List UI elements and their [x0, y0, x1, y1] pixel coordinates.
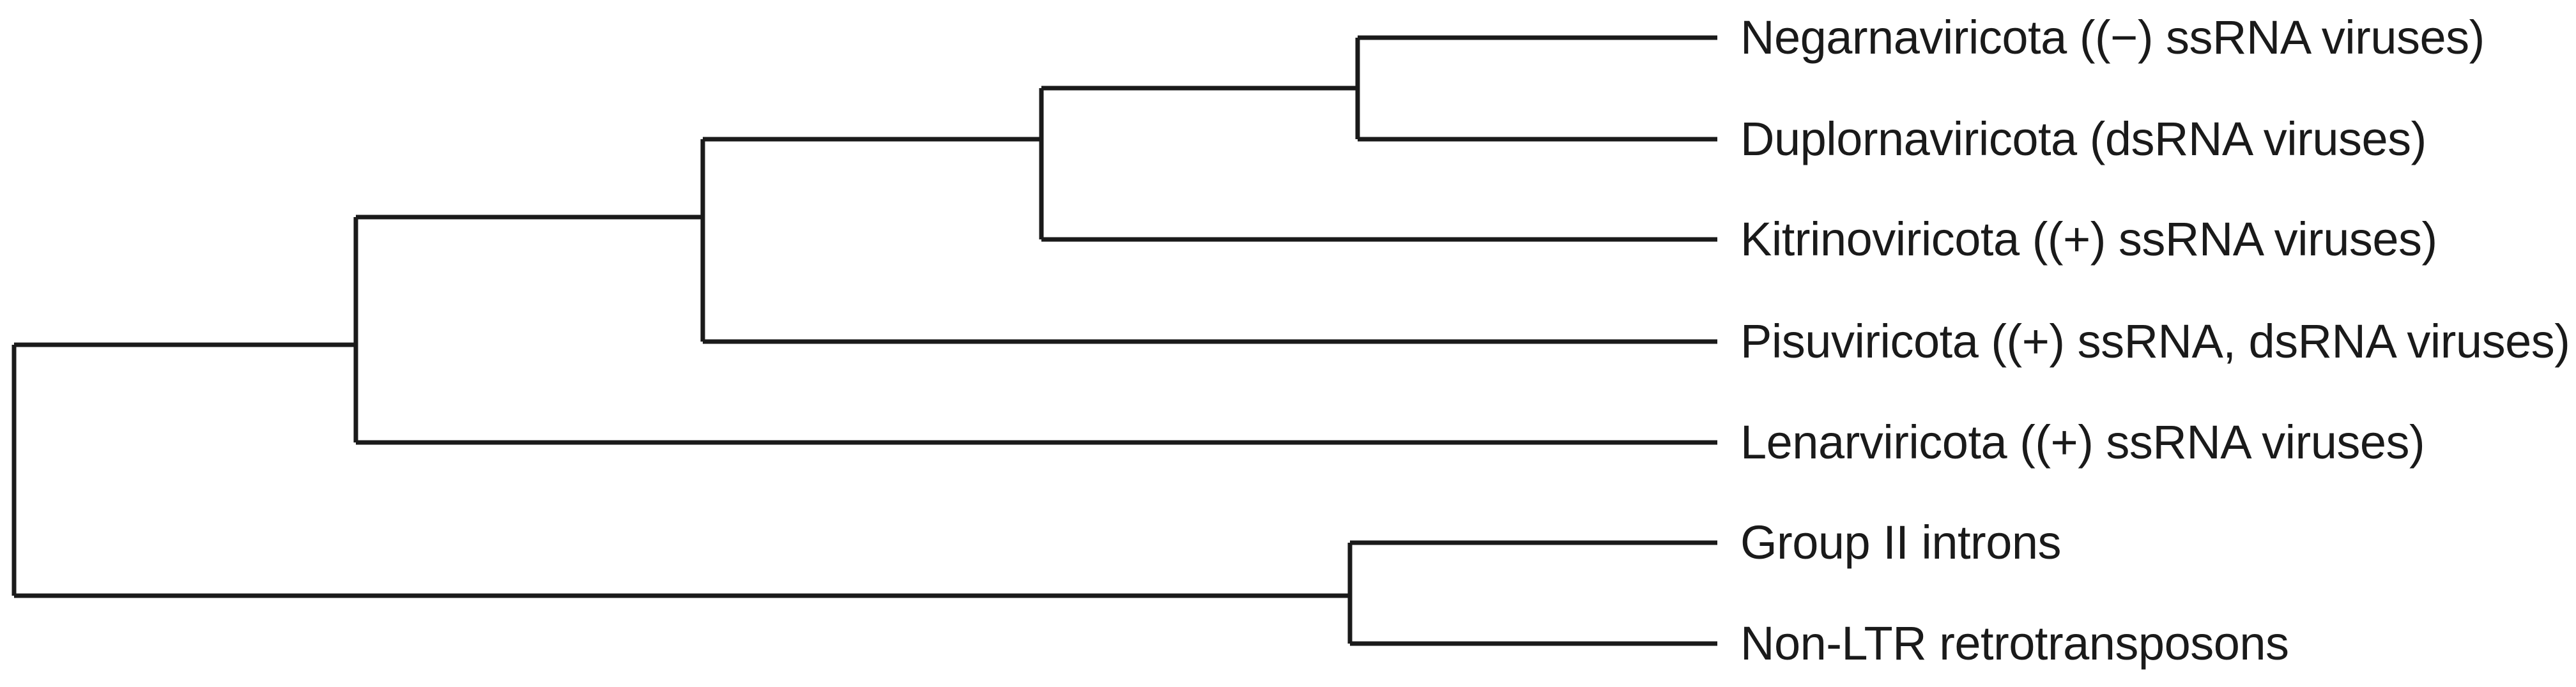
tip-label-duplornaviricota: Duplornaviricota (dsRNA viruses): [1740, 112, 2426, 165]
tip-label-kitrinoviricota: Kitrinoviricota ((+) ssRNA viruses): [1740, 213, 2437, 266]
tip-label-non-ltr-retrotransposons: Non-LTR retrotransposons: [1740, 617, 2289, 670]
tip-label-lenarviricota: Lenarviricota ((+) ssRNA viruses): [1740, 416, 2425, 469]
tip-label-negarnaviricota: Negarnaviricota ((−) ssRNA viruses): [1740, 11, 2485, 64]
tip-label-pisuviricota: Pisuviricota ((+) ssRNA, dsRNA viruses): [1740, 315, 2570, 368]
tip-label-group-ii-introns: Group II introns: [1740, 516, 2062, 569]
branch-lines: [12, 35, 1717, 646]
